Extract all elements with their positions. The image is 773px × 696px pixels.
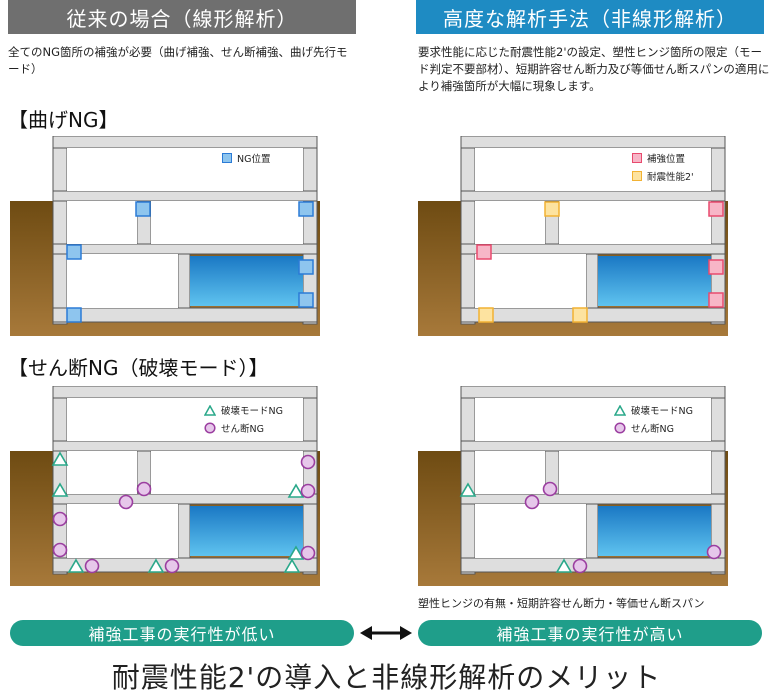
circle-marker — [118, 494, 134, 510]
legend-reinforce-label: 補強位置 — [647, 154, 686, 165]
triangle-marker — [51, 482, 69, 497]
circle-marker — [572, 558, 588, 574]
seismic-marker — [544, 201, 560, 217]
seismic-square-icon — [632, 171, 642, 181]
structure-bending-advanced — [418, 136, 728, 336]
circle-marker — [300, 545, 316, 561]
legend-reinforce: 補強位置 — [632, 150, 685, 166]
seismic-marker — [572, 307, 588, 323]
triangle-marker — [287, 545, 305, 560]
triangle-marker — [555, 558, 573, 573]
section-shear-ng: 【せん断NG（破壊モード）】 — [8, 356, 269, 380]
circle-marker — [84, 558, 100, 574]
legend-seismic: 耐震性能2' — [632, 168, 694, 184]
circle-marker — [136, 481, 152, 497]
legend-failure-mode-label: 破壊モードNG — [631, 406, 693, 417]
circle-icon — [204, 422, 216, 434]
ng-square-icon — [222, 153, 232, 163]
reinforce-marker — [476, 244, 492, 260]
legend-seismic-label: 耐震性能2' — [647, 172, 694, 183]
header-advanced: 高度な解析手法（非線形解析） — [416, 0, 764, 34]
ng-marker — [135, 201, 151, 217]
ng-marker — [66, 244, 82, 260]
ng-marker — [298, 292, 314, 308]
structure-shear-advanced — [418, 386, 728, 586]
reinforce-square-icon — [632, 153, 642, 163]
triangle-marker — [287, 483, 305, 498]
main-title: 耐震性能2'の導入と非線形解析のメリット — [111, 661, 662, 694]
circle-marker — [542, 481, 558, 497]
legend-failure-mode: 破壊モードNG — [204, 402, 283, 418]
legend-shear: せん断NG — [204, 420, 264, 436]
circle-marker — [706, 544, 722, 560]
description-advanced: 要求性能に応じた耐震性能2'の設定、塑性ヒンジ箇所の限定（モード判定不要部材）、… — [418, 45, 770, 93]
double-arrow-icon — [360, 626, 412, 640]
ng-marker — [298, 259, 314, 275]
circle-marker — [300, 483, 316, 499]
reinforce-marker — [708, 259, 724, 275]
footnote: 塑性ヒンジの有無・短期許容せん断力・等価せん断スパン — [418, 597, 705, 610]
triangle-marker — [147, 558, 165, 573]
circle-marker — [164, 558, 180, 574]
triangle-icon — [204, 404, 216, 416]
legend-shear-right: せん断NG — [614, 420, 674, 436]
legend-ng: NG位置 — [222, 150, 270, 166]
legend-failure-mode-right: 破壊モードNG — [614, 402, 693, 418]
triangle-marker — [459, 482, 477, 497]
ng-marker — [298, 201, 314, 217]
triangle-icon — [614, 404, 626, 416]
header-conventional: 従来の場合（線形解析） — [8, 0, 356, 34]
legend-shear-label: せん断NG — [631, 424, 674, 435]
triangle-marker — [67, 558, 85, 573]
pill-high-feasibility: 補強工事の実行性が高い — [418, 620, 762, 646]
legend-failure-mode-label: 破壊モードNG — [221, 406, 283, 417]
ng-marker — [66, 307, 82, 323]
structure-shear-conventional — [10, 386, 320, 586]
seismic-marker — [478, 307, 494, 323]
description-conventional: 全てのNG箇所の補強が必要（曲げ補強、せん断補強、曲げ先行モード） — [8, 45, 348, 76]
circle-marker — [524, 494, 540, 510]
reinforce-marker — [708, 292, 724, 308]
structure-bending-conventional — [10, 136, 320, 336]
circle-marker — [52, 511, 68, 527]
section-bending-ng: 【曲げNG】 — [8, 108, 119, 132]
circle-marker — [300, 454, 316, 470]
pill-low-feasibility: 補強工事の実行性が低い — [10, 620, 354, 646]
circle-icon — [614, 422, 626, 434]
circle-marker — [52, 542, 68, 558]
reinforce-marker — [708, 201, 724, 217]
triangle-marker — [283, 558, 301, 573]
triangle-marker — [51, 451, 69, 466]
legend-ng-label: NG位置 — [237, 154, 271, 165]
legend-shear-label: せん断NG — [221, 424, 264, 435]
